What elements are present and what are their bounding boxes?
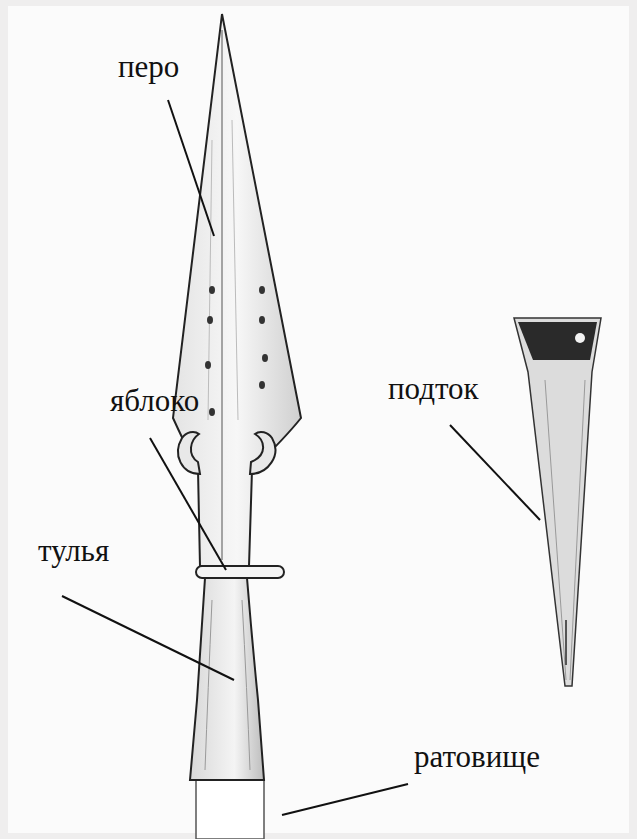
shaft <box>196 780 264 839</box>
butt-spike <box>514 318 601 686</box>
butt-spike-nail-hole <box>575 333 585 343</box>
part-label: тулья <box>38 534 109 568</box>
blade-midrib <box>221 30 223 560</box>
part-label: перо <box>118 50 179 84</box>
butt-spike-groove <box>565 620 567 665</box>
leader-lines <box>62 100 540 815</box>
paper <box>8 6 629 833</box>
butt-spike-shading <box>545 380 585 680</box>
part-label: яблоко <box>110 384 199 418</box>
blade-holes <box>205 286 268 416</box>
socket <box>190 578 264 780</box>
right-hook <box>250 432 275 474</box>
butt-spike-opening <box>518 322 597 360</box>
blade <box>173 14 301 566</box>
apple-ring <box>196 566 284 578</box>
blade-shading <box>208 120 238 420</box>
part-label: подток <box>388 372 479 406</box>
socket-shading <box>205 600 250 770</box>
left-hook <box>178 432 200 474</box>
part-label: ратовище <box>414 740 540 774</box>
